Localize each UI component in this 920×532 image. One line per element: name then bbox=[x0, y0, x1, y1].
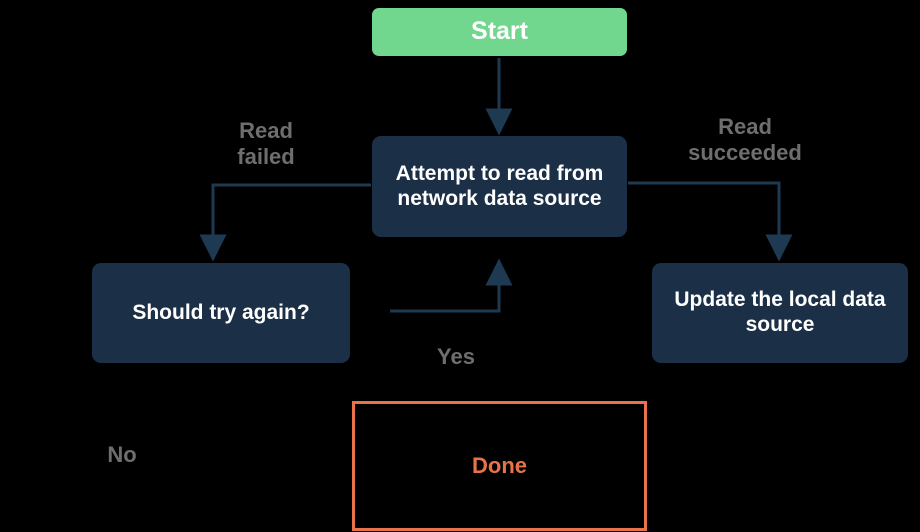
node-should-try-again[interactable]: Should try again? bbox=[92, 263, 350, 363]
node-start[interactable]: Start bbox=[372, 8, 627, 56]
edge-retry-to-attempt bbox=[390, 258, 513, 313]
edge-label-yes: Yes bbox=[437, 344, 475, 369]
node-update-local-data-source[interactable]: Update the local data source bbox=[652, 263, 908, 363]
edge-label-no: No bbox=[107, 442, 137, 467]
edge-label-read-failed: Read failed bbox=[237, 118, 295, 170]
edge-attempt-to-retry bbox=[199, 183, 371, 262]
edge-label-read-succeeded: Read succeeded bbox=[688, 114, 802, 166]
node-done[interactable]: Done bbox=[352, 401, 647, 531]
node-attempt-to-read[interactable]: Attempt to read from network data source bbox=[372, 136, 627, 237]
edge-attempt-to-update bbox=[628, 181, 793, 262]
